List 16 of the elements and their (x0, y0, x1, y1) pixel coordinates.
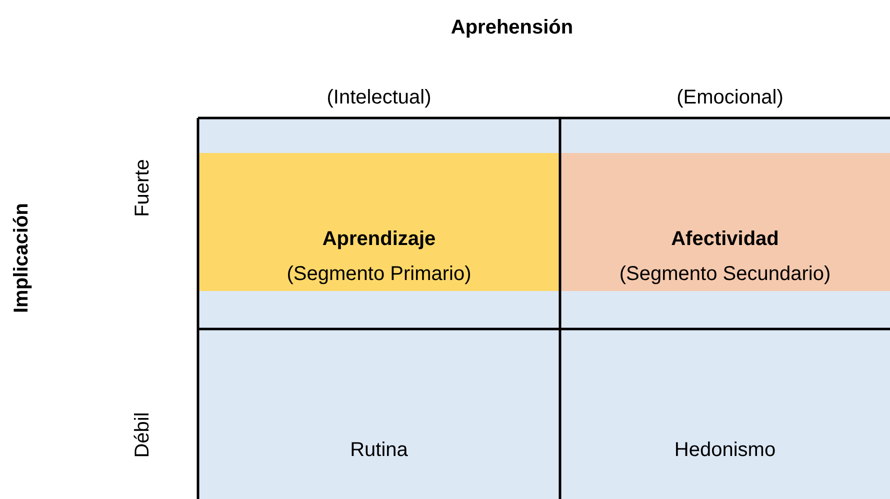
matrix-cell (198, 329, 560, 499)
cell-heading: Hedonismo (673, 439, 777, 462)
column-label: (Emocional) (676, 86, 784, 110)
matrix-cell (198, 118, 560, 329)
matrix-cell (560, 118, 890, 329)
row-label: Fuerte (132, 159, 154, 217)
cell-heading: Afectividad (670, 228, 780, 251)
axis-title: Aprehensión (450, 16, 574, 40)
axis-title: Implicación (10, 202, 34, 314)
cell-subtitle: (Segmento Secundario) (618, 263, 832, 286)
column-label: (Intelectual) (326, 86, 432, 110)
cell-heading: Aprendizaje (321, 228, 437, 251)
cell-heading: Rutina (349, 439, 409, 462)
row-label: Débil (132, 412, 154, 458)
cell-subtitle: (Segmento Primario) (286, 263, 472, 286)
matrix-cell (560, 329, 890, 499)
